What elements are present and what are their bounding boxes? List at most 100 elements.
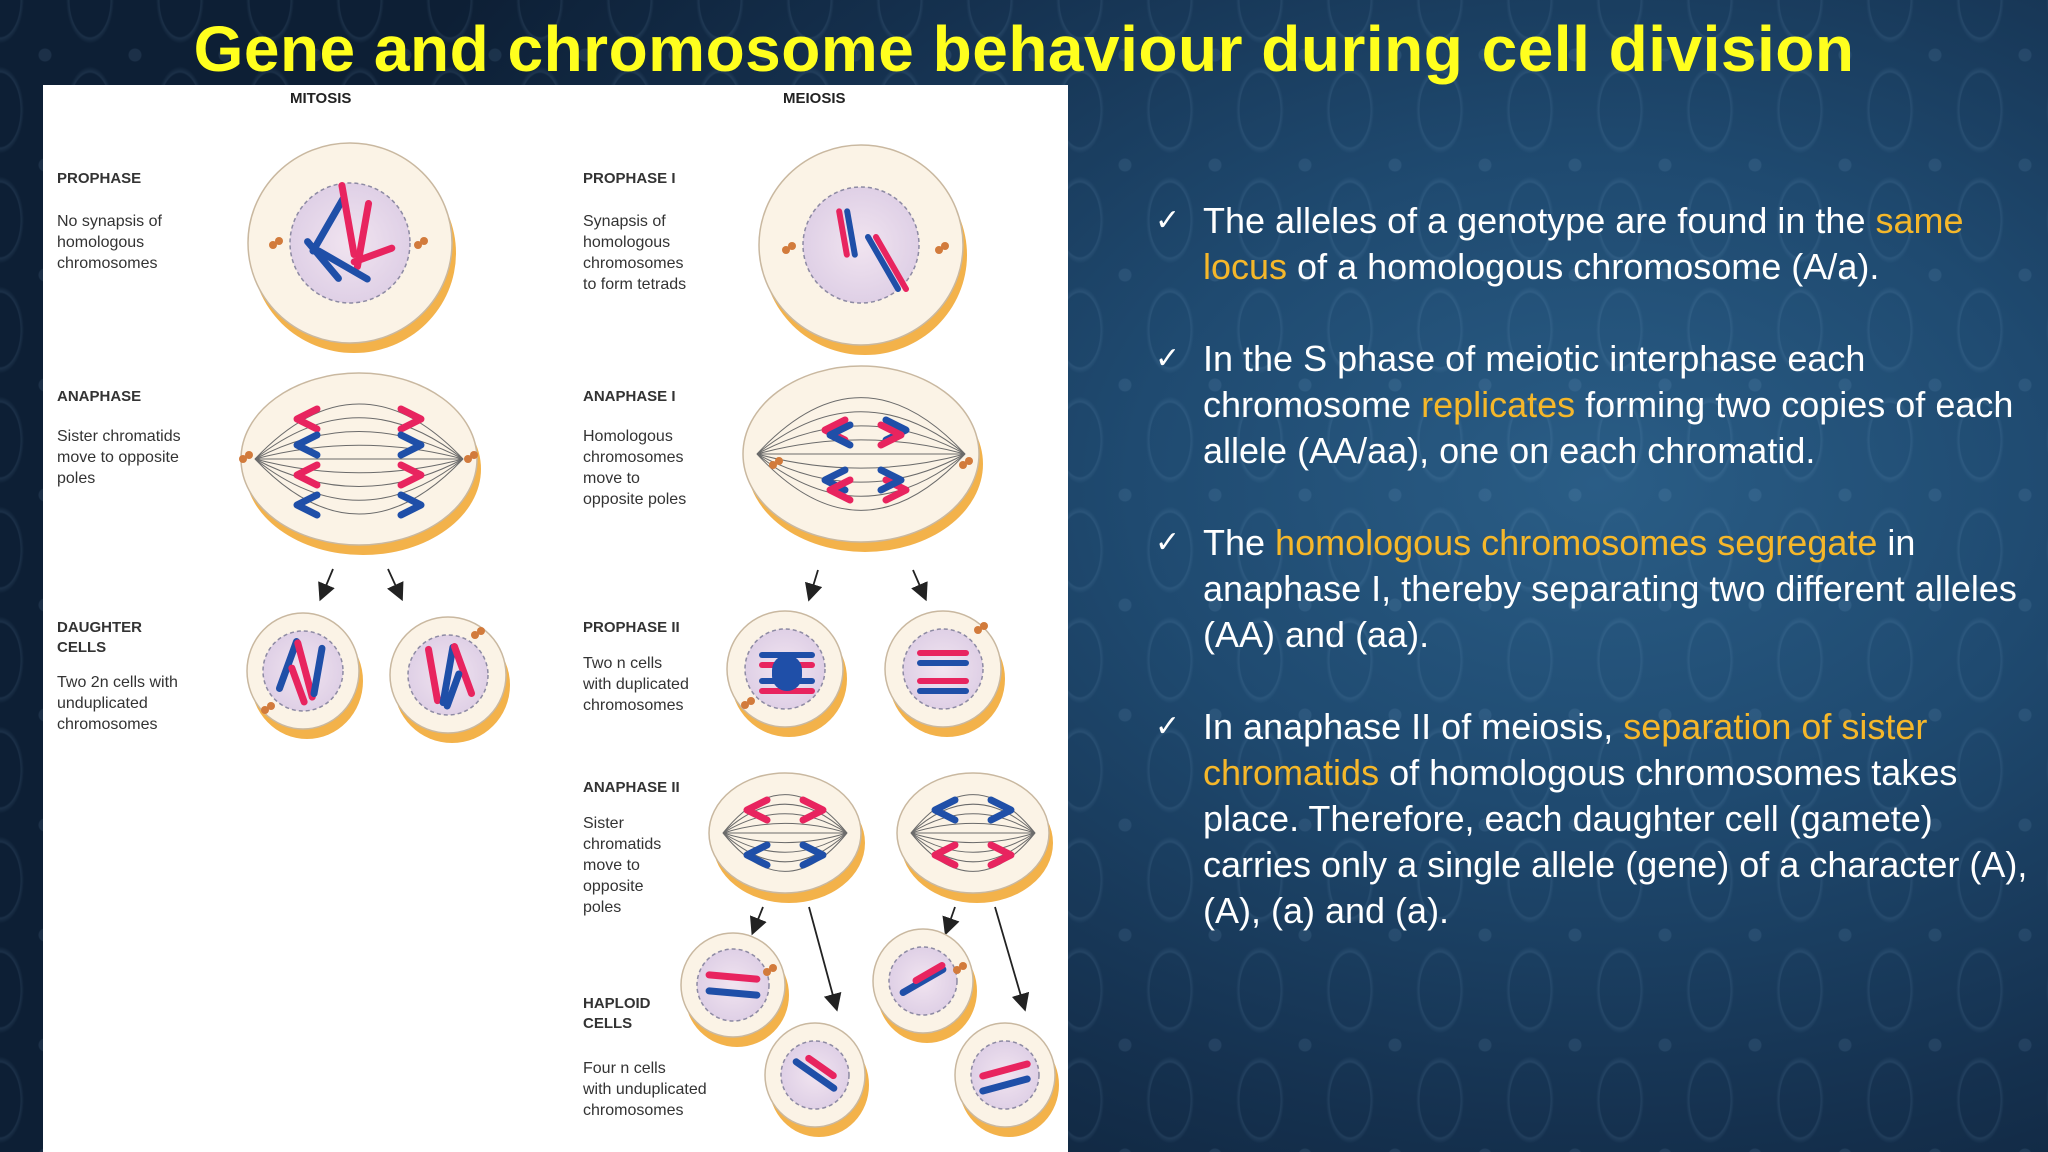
chromosome xyxy=(865,234,901,292)
spindle-fiber xyxy=(254,444,464,460)
checkmark-icon: ✓ xyxy=(1155,203,1181,238)
spindle-fiber xyxy=(756,411,966,455)
bullet-text: of homologous chromosomes takes place. T… xyxy=(1203,752,2028,931)
svg-text:CELLS: CELLS xyxy=(57,639,106,656)
chromosome xyxy=(792,1058,838,1092)
svg-text:chromosomes: chromosomes xyxy=(583,449,683,466)
svg-text:move to: move to xyxy=(583,857,640,874)
arrow xyxy=(387,568,404,602)
svg-text:Two n cells: Two n cells xyxy=(583,655,662,672)
highlighted-term: homologous chromosomes segregate xyxy=(1275,522,1878,563)
slide-title: Gene and chromosome behaviour during cel… xyxy=(193,13,1855,85)
chromatid xyxy=(293,431,321,459)
spindle-fiber xyxy=(756,425,966,455)
spindle-fiber xyxy=(722,803,848,834)
bullet-list: ✓ The alleles of a genotype are found in… xyxy=(1155,198,2035,980)
meiosis-prophase2-cell xyxy=(884,610,1005,737)
centriole xyxy=(741,701,749,709)
svg-text:with duplicated: with duplicated xyxy=(582,676,689,693)
chromosome xyxy=(350,244,396,266)
svg-text:No synapsis of: No synapsis of xyxy=(57,213,162,230)
mitosis-prophase-cell xyxy=(247,142,456,353)
chromosome xyxy=(310,644,326,698)
meiosis-anaphase1-label: ANAPHASE I Homologous chromosomes move t… xyxy=(583,388,686,508)
chromosome xyxy=(315,247,371,283)
centriole xyxy=(941,242,949,250)
chromatid xyxy=(799,841,827,869)
bullet-text: In anaphase II of meiosis, xyxy=(1203,706,1624,747)
svg-text:move to opposite: move to opposite xyxy=(57,449,179,466)
meiosis-prophase2-cell xyxy=(726,610,847,737)
spindle-fiber xyxy=(756,453,966,497)
spindle-fiber xyxy=(722,822,848,834)
spindle-fiber xyxy=(910,803,1036,834)
meiosis-header: MEIOSIS xyxy=(783,90,846,107)
chromosome xyxy=(844,208,858,258)
chromosome xyxy=(309,195,347,255)
svg-text:homologous: homologous xyxy=(57,234,144,251)
chromosome xyxy=(450,643,476,697)
centriole xyxy=(470,451,478,459)
arrow xyxy=(808,906,842,1012)
svg-text:PROPHASE: PROPHASE xyxy=(57,170,141,187)
centriole xyxy=(965,457,973,465)
svg-text:PROPHASE I: PROPHASE I xyxy=(583,170,676,187)
chromatid xyxy=(826,476,854,504)
mitosis-header: MITOSIS xyxy=(290,90,351,107)
spindle-fiber xyxy=(756,453,966,483)
arrow xyxy=(749,906,767,936)
centriole xyxy=(782,246,790,254)
spindle-fiber xyxy=(756,397,966,455)
centriole xyxy=(959,962,967,970)
svg-text:chromosomes: chromosomes xyxy=(583,1102,683,1119)
svg-text:poles: poles xyxy=(57,470,95,487)
checkmark-icon: ✓ xyxy=(1155,341,1181,376)
bullet-item: ✓In anaphase II of meiosis, separation o… xyxy=(1155,704,2035,934)
svg-text:ANAPHASE I: ANAPHASE I xyxy=(583,388,676,405)
centriole xyxy=(239,455,247,463)
svg-text:poles: poles xyxy=(583,899,621,916)
bullet-text: forming two copies of each allele (AA/aa… xyxy=(1203,384,2014,471)
svg-text:Sister: Sister xyxy=(583,815,625,832)
svg-text:chromosomes: chromosomes xyxy=(57,255,157,272)
chromatid xyxy=(799,796,827,824)
bullet-text: In the S phase of meiotic interphase eac… xyxy=(1203,338,1866,425)
svg-text:Sister chromatids: Sister chromatids xyxy=(57,428,181,445)
chromosome xyxy=(705,987,761,999)
chromatid xyxy=(931,796,959,824)
svg-text:with unduplicated: with unduplicated xyxy=(582,1081,707,1098)
chromatid xyxy=(397,461,425,489)
spindle-fiber xyxy=(910,832,1036,844)
spindle-fiber xyxy=(910,822,1036,834)
spindle-fiber xyxy=(910,832,1036,853)
centriole xyxy=(261,706,269,714)
svg-text:Synapsis of: Synapsis of xyxy=(583,213,666,230)
spindle-fiber xyxy=(722,832,848,863)
bullet-item: ✓The homologous chromosomes segregate in… xyxy=(1155,520,2035,658)
chromosome xyxy=(294,639,316,701)
svg-text:Homologous: Homologous xyxy=(583,428,673,445)
chromosome xyxy=(912,962,946,984)
highlighted-term: same locus xyxy=(1203,200,1964,287)
bullet-text: in anaphase I, thereby separating two di… xyxy=(1203,522,2017,655)
svg-text:Two 2n cells with: Two 2n cells with xyxy=(57,674,178,691)
spindle-fiber xyxy=(910,813,1036,834)
spindle-fiber xyxy=(254,458,464,488)
centriole xyxy=(269,241,277,249)
centriole xyxy=(974,626,982,634)
chromatid xyxy=(397,431,425,459)
chromatid xyxy=(293,405,321,433)
chromatid xyxy=(397,491,425,519)
spindle-fiber xyxy=(254,458,464,474)
svg-text:ANAPHASE II: ANAPHASE II xyxy=(583,779,680,796)
chromosome xyxy=(304,238,342,282)
chromosome xyxy=(979,1075,1031,1095)
spindle-fiber xyxy=(254,403,464,460)
svg-text:chromosomes: chromosomes xyxy=(583,255,683,272)
spindle-fiber xyxy=(910,832,1036,863)
centriole xyxy=(471,631,479,639)
svg-text:chromosomes: chromosomes xyxy=(583,697,683,714)
spindle-fiber xyxy=(722,813,848,834)
haploid-cell xyxy=(764,1022,869,1137)
spindle-fiber xyxy=(722,832,848,872)
